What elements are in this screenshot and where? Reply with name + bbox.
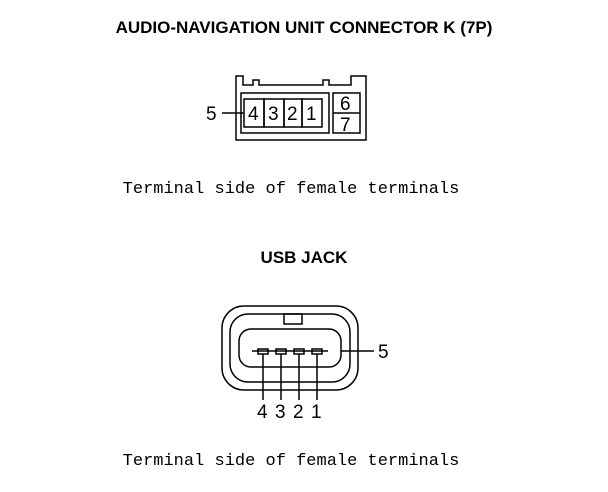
connector-pin-4: 4 (248, 104, 259, 125)
connector-pin-6: 6 (340, 94, 351, 115)
usb-pin-2: 2 (293, 402, 304, 423)
usb-jack-housing (221, 305, 374, 400)
connector-caption: Terminal side of female terminals (122, 180, 460, 199)
usb-callout-5: 5 (378, 342, 389, 363)
connector-pin-7: 7 (340, 115, 351, 136)
usb-pin-4: 4 (257, 402, 268, 423)
connector-pin-2: 2 (287, 104, 298, 125)
connector-pin-3: 3 (268, 104, 279, 125)
usb-pin-3: 3 (275, 402, 286, 423)
usb-caption: Terminal side of female terminals (122, 452, 460, 471)
usb-pin-1: 1 (311, 402, 322, 423)
connector-callout-5: 5 (206, 104, 217, 125)
usb-title: USB JACK (260, 248, 348, 267)
connector-title: AUDIO-NAVIGATION UNIT CONNECTOR K (7P) (115, 18, 493, 37)
connector-pin-1: 1 (306, 104, 317, 125)
connector-k-housing (222, 75, 367, 141)
